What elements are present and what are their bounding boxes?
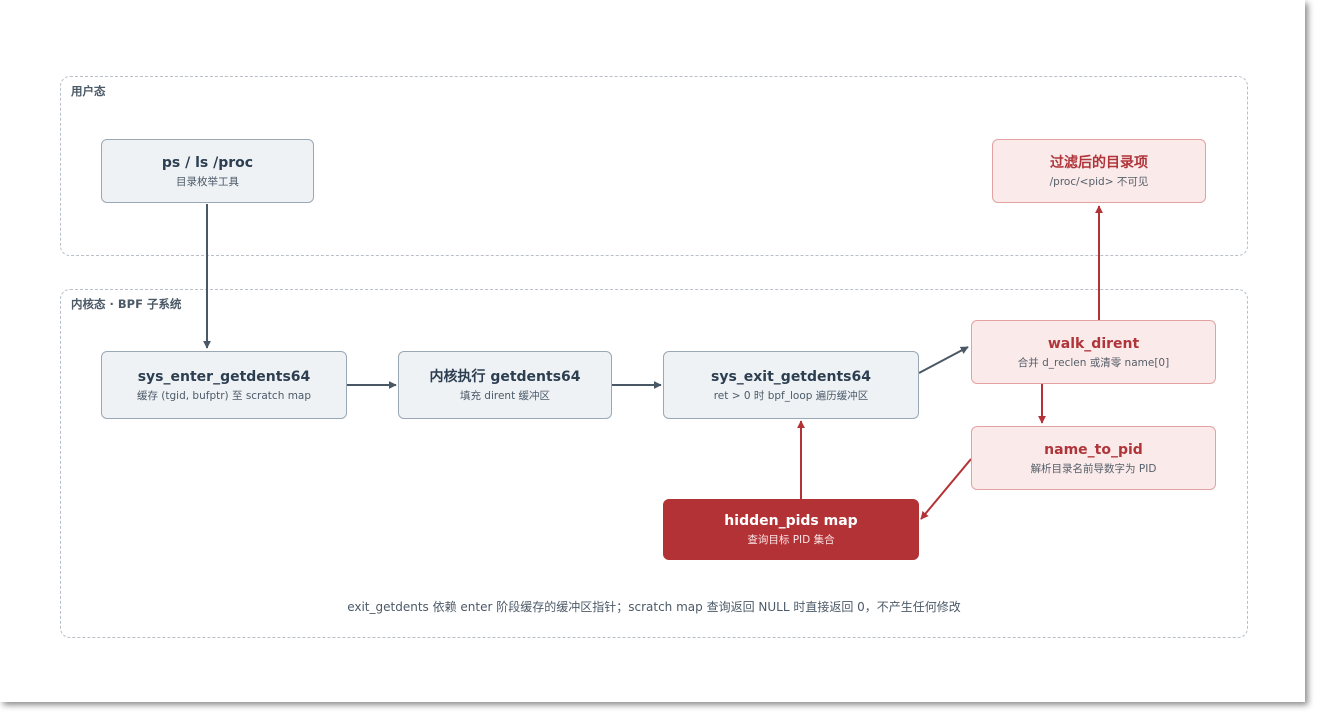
node-title: 内核执行 getdents64 (429, 368, 581, 385)
node-hidden-pids-map: hidden_pids map 查询目标 PID 集合 (663, 499, 919, 560)
arrow-sys-exit-to-walk-dirent (918, 346, 969, 374)
diagram-canvas: 用户态 内核态 · BPF 子系统 ps / ls /proc 目 (60, 76, 1248, 638)
node-title: 过滤后的目录项 (1050, 154, 1148, 171)
node-sys-exit-getdents64: sys_exit_getdents64 ret > 0 时 bpf_loop 遍… (663, 351, 919, 419)
footnote: exit_getdents 依赖 enter 阶段缓存的缓冲区指针；scratc… (347, 600, 961, 614)
node-subtitle: 目录枚举工具 (176, 175, 239, 188)
node-subtitle: 填充 dirent 缓冲区 (459, 389, 551, 402)
node-subtitle: 缓存 (tgid, bufptr) 至 scratch map (136, 389, 312, 402)
node-kernel-exec-getdents64: 内核执行 getdents64 填充 dirent 缓冲区 (398, 351, 612, 419)
arrow-name-to-pid-to-hidden-pids (920, 458, 972, 520)
node-subtitle: /proc/<pid> 不可见 (1049, 175, 1149, 188)
user-space-region (60, 76, 1248, 256)
node-subtitle: ret > 0 时 bpf_loop 遍历缓冲区 (713, 389, 869, 402)
node-subtitle: 解析目录名前导数字为 PID (1030, 462, 1157, 475)
node-filtered-entries: 过滤后的目录项 /proc/<pid> 不可见 (992, 139, 1206, 203)
arrows-layer (203, 204, 1103, 520)
node-title: walk_dirent (1047, 335, 1140, 352)
node-subtitle: 查询目标 PID 集合 (747, 534, 835, 546)
node-sys-enter-getdents64: sys_enter_getdents64 缓存 (tgid, bufptr) 至… (101, 351, 347, 419)
node-title: sys_enter_getdents64 (137, 368, 311, 385)
kernel-space-label: 内核态 · BPF 子系统 (71, 297, 182, 311)
node-walk-dirent: walk_dirent 合并 d_reclen 或清零 name[0] (971, 320, 1216, 384)
node-title: sys_exit_getdents64 (710, 368, 871, 385)
node-title: name_to_pid (1044, 441, 1143, 458)
node-title: hidden_pids map (724, 513, 858, 529)
node-title: ps / ls /proc (161, 154, 254, 171)
node-name-to-pid: name_to_pid 解析目录名前导数字为 PID (971, 426, 1216, 490)
node-ps-ls-proc: ps / ls /proc 目录枚举工具 (101, 139, 314, 203)
user-space-label: 用户态 (71, 84, 106, 98)
kernel-space-region (60, 289, 1248, 638)
node-subtitle: 合并 d_reclen 或清零 name[0] (1017, 356, 1170, 369)
